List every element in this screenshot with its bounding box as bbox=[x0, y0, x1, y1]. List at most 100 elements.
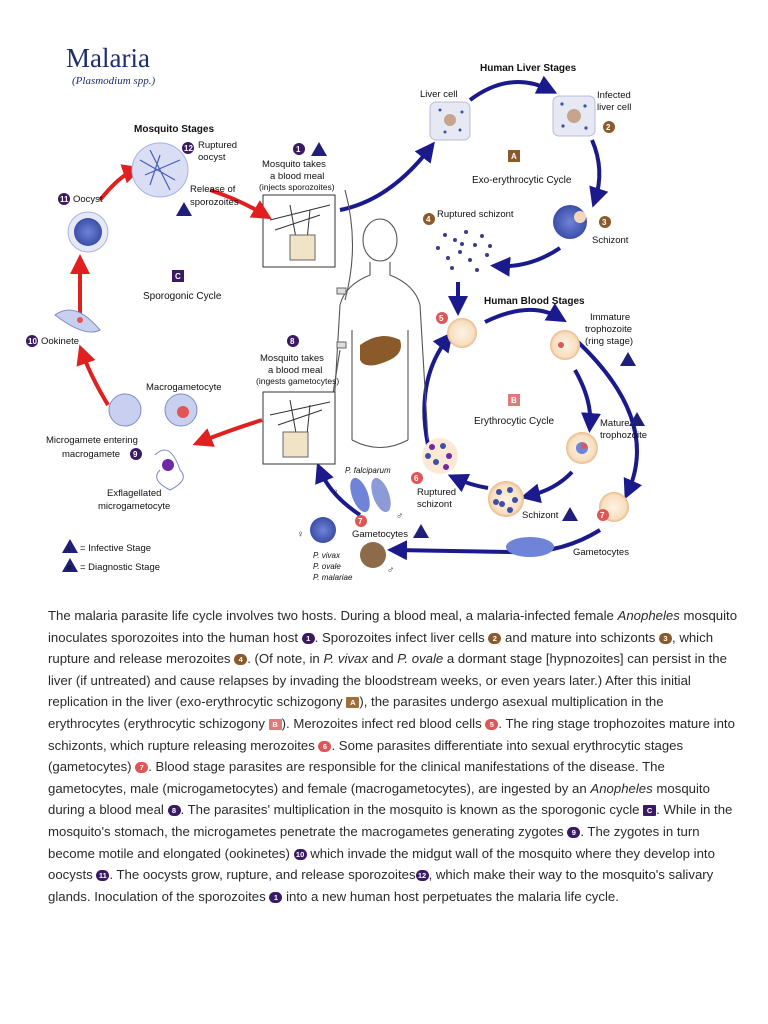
step-8-badge bbox=[287, 335, 299, 347]
step-6-badge bbox=[411, 472, 423, 484]
release-label-1: Release of bbox=[190, 184, 236, 195]
article-text: a dormant stage [hypnozoites] can persis… bbox=[48, 651, 727, 710]
infected-liver-cell bbox=[552, 95, 596, 137]
article-text: which invade the midgut wall of the mosq… bbox=[48, 845, 715, 883]
legend-infective-symbol: i bbox=[68, 546, 70, 553]
article-text: . (Of note, in bbox=[247, 651, 320, 667]
step-8-number: 8 bbox=[290, 337, 295, 346]
human-silhouette bbox=[331, 189, 429, 449]
infective-icon bbox=[311, 142, 327, 156]
mature-trophozoite-rbc bbox=[566, 432, 598, 464]
oocyst-label: Oocyst bbox=[73, 194, 103, 205]
article-italic: Anopheles bbox=[590, 780, 653, 796]
ruptured-oocyst-label-2: oocyst bbox=[198, 152, 226, 163]
diagnostic-icon bbox=[562, 507, 578, 521]
vivax-male bbox=[360, 542, 386, 568]
step-2-badge bbox=[603, 121, 615, 133]
article-text: . While in the mosquito's stomach, the m… bbox=[48, 802, 733, 839]
arrow-bite-to-gametes bbox=[192, 418, 263, 447]
cycle-c-badge bbox=[172, 270, 184, 282]
step-1-number: 1 bbox=[296, 145, 301, 154]
cycle-c-letter: C bbox=[175, 272, 181, 281]
infective-icon bbox=[62, 539, 78, 553]
arm-band bbox=[336, 341, 347, 349]
liver-schizont bbox=[553, 205, 587, 239]
step-marker: 3 bbox=[659, 632, 672, 644]
article-text: ), the parasites undergo asexual multipl… bbox=[48, 694, 664, 731]
falciparum-crescent bbox=[506, 537, 554, 557]
mature-label-2: trophozoite bbox=[600, 430, 647, 441]
cycle-b-letter: B bbox=[511, 396, 517, 405]
cycle-marker: C bbox=[643, 805, 657, 817]
liver-stages-header: Human Liver Stages bbox=[480, 63, 577, 74]
oocyst bbox=[67, 211, 109, 253]
step-marker: 5 bbox=[485, 718, 499, 730]
vivax-female bbox=[310, 517, 336, 543]
arrow-oocyst-to-rupt bbox=[98, 164, 143, 202]
cycle-a-letter: A bbox=[511, 152, 517, 161]
step-1-badge bbox=[293, 143, 305, 155]
arrow-blood-6 bbox=[576, 340, 643, 500]
step-3-number: 3 bbox=[602, 218, 607, 227]
arrow-blood-2 bbox=[573, 369, 601, 433]
ruptured-blood-schizont bbox=[422, 438, 458, 474]
diagnostic-icon bbox=[629, 412, 645, 426]
article-text: . Some parasites differentiate into sexu… bbox=[48, 737, 684, 775]
diagram-subtitle: (Plasmodium spp.) bbox=[72, 75, 155, 87]
step-marker: 4 bbox=[234, 654, 248, 666]
arrow-to-mosquito bbox=[315, 462, 362, 517]
liver-cell-label: Liver cell bbox=[420, 89, 458, 100]
step8-line3: (ingests gametocytes) bbox=[256, 376, 339, 386]
article-paragraph: The malaria parasite life cycle involves… bbox=[48, 605, 738, 907]
article-body: The malaria parasite life cycle involves… bbox=[48, 605, 738, 907]
arrow-blood-3 bbox=[520, 470, 574, 504]
legend-infective-label: = Infective Stage bbox=[80, 543, 151, 554]
arrow-blood-5 bbox=[422, 331, 453, 446]
article-italic: P. ovale bbox=[397, 651, 444, 667]
step-marker: 2 bbox=[488, 632, 502, 644]
liver-organ-icon bbox=[360, 336, 401, 366]
mosquito-bite-1 bbox=[262, 194, 336, 268]
article-text: . The parasites' multiplication in the m… bbox=[180, 802, 640, 818]
arrow-spor-to-bite bbox=[209, 188, 272, 220]
exflagellated-label-1: Exflagellated bbox=[107, 488, 161, 499]
article-text: . The oocysts grow, rupture, and release… bbox=[109, 867, 416, 883]
male-symbol: ♂ bbox=[387, 565, 394, 576]
article-text: and mature into schizonts bbox=[505, 629, 656, 645]
step-marker: 1 bbox=[269, 891, 283, 903]
diagnostic-icon bbox=[413, 524, 429, 538]
ruptured-oocyst-label-1: Ruptured bbox=[198, 140, 237, 151]
diagnostic-icon bbox=[620, 352, 636, 366]
arrow-blood-4 bbox=[447, 474, 489, 493]
article-text: . Sporozoites infect liver cells bbox=[314, 629, 485, 645]
falciparum-female bbox=[350, 477, 370, 513]
arm-band bbox=[336, 287, 347, 295]
cycle-b-badge bbox=[508, 394, 520, 406]
mosquito-bite-8 bbox=[262, 391, 336, 465]
article-text: , which rupture and release merozoites bbox=[48, 629, 714, 667]
step-marker: 9 bbox=[567, 826, 581, 838]
step-10-number: 10 bbox=[28, 337, 37, 346]
step1-line1: Mosquito takes bbox=[262, 159, 326, 170]
step-marker: 12 bbox=[415, 870, 429, 882]
step-12-number: 12 bbox=[184, 144, 193, 153]
blood-stages-header: Human Blood Stages bbox=[484, 296, 585, 307]
immature-label-2: trophozoite bbox=[585, 324, 632, 335]
female-symbol: ♀ bbox=[297, 529, 304, 540]
cycle-c-label: Sporogonic Cycle bbox=[143, 291, 222, 302]
step-marker: 10 bbox=[293, 848, 307, 860]
cycle-a-label: Exo-erythrocytic Cycle bbox=[472, 175, 572, 186]
exflagellated-label-2: microgametocyte bbox=[98, 501, 170, 512]
article-italic: P. vivax bbox=[323, 651, 368, 667]
step1-line2: a blood meal bbox=[270, 171, 324, 182]
falciparum-label: P. falciparum bbox=[345, 466, 391, 475]
step-9-badge bbox=[130, 448, 142, 460]
female-symbol: ♀ bbox=[332, 487, 339, 498]
immature-label-3: (ring stage) bbox=[585, 336, 633, 347]
species-malariae: P. malariae bbox=[313, 573, 353, 582]
blood-schizont-rbc bbox=[488, 481, 524, 517]
ruptured-blood-label-1: Ruptured bbox=[417, 487, 456, 498]
article-text: ). Merozoites infect red blood cells bbox=[281, 715, 482, 731]
microgamete-label-2: macrogamete bbox=[62, 449, 120, 460]
step-marker: 1 bbox=[301, 632, 315, 644]
